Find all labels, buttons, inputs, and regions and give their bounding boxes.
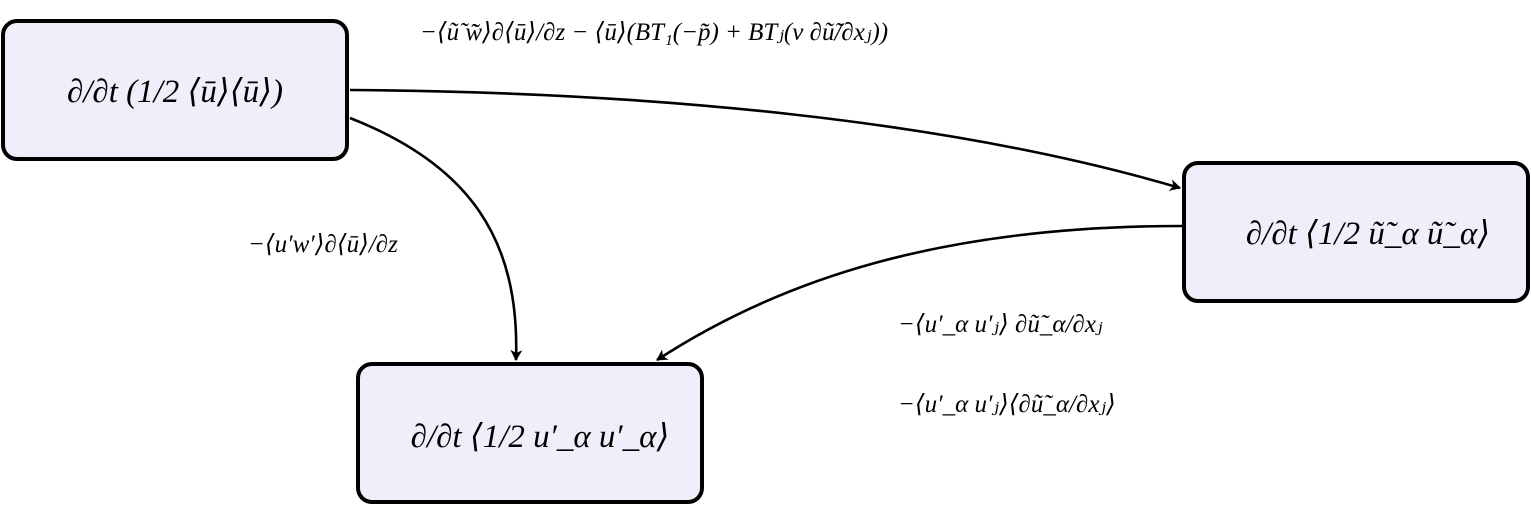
wave-energy-node[interactable]: ∂/∂t ⟨1/2 ũ̃_α ũ̃_α⟩: [1182, 161, 1530, 303]
edge-wave-to-turbulent: [656, 224, 1183, 362]
edge-label-wave-to-turbulent-1: −⟨u′_α u′ⱼ⟩ ∂ũ̃_α/∂xⱼ: [898, 311, 1103, 338]
edge-mean-to-wave: [349, 88, 1181, 191]
mean-energy-node-label: ∂/∂t (1/2 ⟨ū⟩⟨ū⟩): [67, 74, 283, 110]
turbulent-energy-node-label: ∂/∂t ⟨1/2 u′_α u′_α⟩: [411, 419, 670, 455]
edge-label-wave-to-turbulent-2: −⟨u′_α u′ⱼ⟩⟨∂ũ̃_α/∂xⱼ⟩: [898, 391, 1116, 418]
turbulent-energy-node[interactable]: ∂/∂t ⟨1/2 u′_α u′_α⟩: [356, 362, 704, 504]
edge-mean-to-turbulent: [349, 116, 523, 361]
edge-label-mean-to-wave: −⟨ũ̃ w̃̃⟩∂⟨ū⟩/∂z − ⟨ū⟩(BT₁(−p̃̃) + BTⱼ(ν…: [420, 19, 888, 46]
edge-label-mean-to-turbulent: −⟨u′w′⟩∂⟨ū⟩/∂z: [248, 231, 398, 258]
wave-energy-node-label: ∂/∂t ⟨1/2 ũ̃_α ũ̃_α⟩: [1246, 216, 1490, 252]
mean-energy-node[interactable]: ∂/∂t (1/2 ⟨ū⟩⟨ū⟩): [1, 19, 349, 161]
